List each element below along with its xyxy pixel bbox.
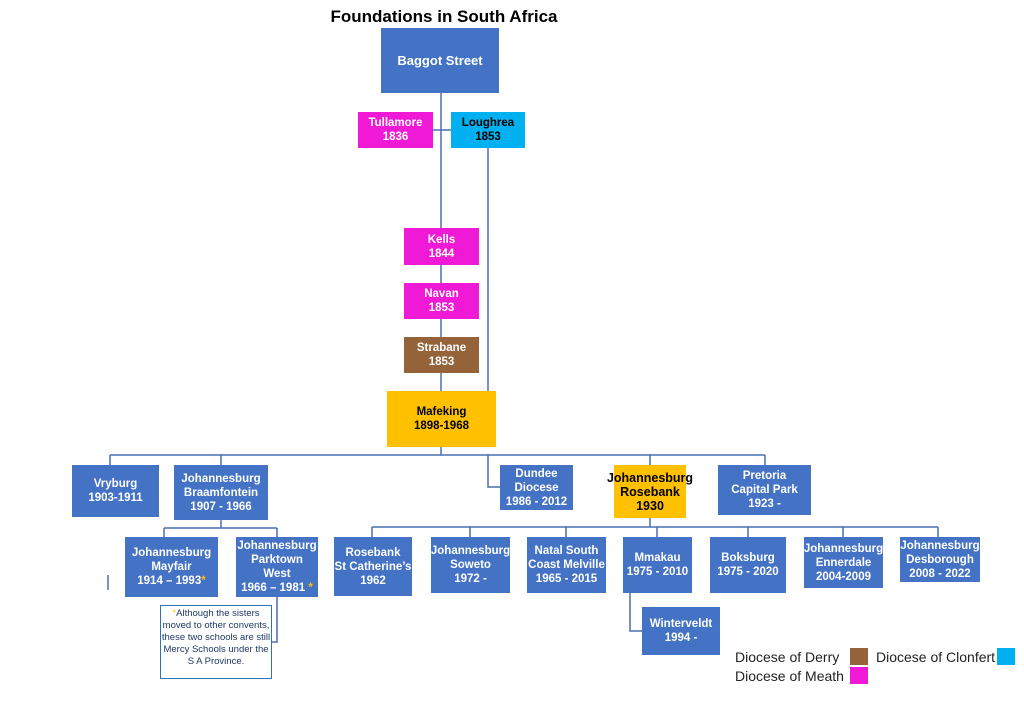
node-label: Rosebank St Catherine’s 1962 bbox=[334, 546, 412, 587]
node-label: Vryburg 1903-1911 bbox=[88, 478, 143, 504]
legend-meath-swatch bbox=[850, 667, 868, 684]
node-rosebank: Johannesburg Rosebank 1930 bbox=[607, 465, 693, 518]
legend-clonfert: Diocese of Clonfert bbox=[876, 649, 996, 665]
footnote-box: *Although the sisters moved to other con… bbox=[160, 605, 272, 679]
legend-meath: Diocese of Meath bbox=[735, 668, 844, 684]
node-winterveldt: Winterveldt 1994 - bbox=[642, 607, 720, 655]
legend-clonfert-swatch bbox=[997, 648, 1015, 665]
footnote-text: Although the sisters moved to other conv… bbox=[161, 608, 271, 667]
node-stcatherine: Rosebank St Catherine’s 1962 bbox=[334, 537, 412, 596]
legend-derry: Diocese of Derry bbox=[735, 649, 840, 665]
node-label: Natal South Coast Melville 1965 - 2015 bbox=[528, 545, 605, 585]
node-label: Johannesburg Desborough 2008 - 2022 bbox=[900, 539, 980, 580]
node-ennerdale: Johannesburg Ennerdale 2004-2009 bbox=[804, 537, 883, 588]
chart-title: Foundations in South Africa bbox=[330, 7, 558, 26]
legend-derry-swatch bbox=[850, 648, 868, 665]
node-mafeking: Mafeking 1898-1968 bbox=[387, 391, 496, 447]
node-soweto: Johannesburg Soweto 1972 - bbox=[431, 537, 510, 593]
node-boksburg: Boksburg 1975 - 2020 bbox=[710, 537, 786, 593]
node-label: Kells 1844 bbox=[427, 233, 456, 260]
node-baggot: Baggot Street bbox=[381, 28, 499, 93]
node-label: Dundee Diocese 1986 - 2012 bbox=[505, 467, 568, 508]
node-kells: Kells 1844 bbox=[404, 228, 479, 265]
footnote-star: * bbox=[172, 608, 177, 619]
node-braamfontein: Johannesburg Braamfontein 1907 - 1966 bbox=[174, 465, 268, 520]
node-mayfair: Johannesburg Mayfair 1914 – 1993* bbox=[125, 537, 218, 597]
node-label: Winterveldt 1994 - bbox=[649, 618, 713, 644]
node-navan: Navan 1853 bbox=[404, 283, 479, 319]
node-parktown: Johannesburg Parktown West 1966 – 1981 * bbox=[236, 537, 318, 597]
node-label: Boksburg 1975 - 2020 bbox=[717, 552, 779, 578]
footnote-star: * bbox=[201, 575, 206, 587]
node-vryburg: Vryburg 1903-1911 bbox=[72, 465, 159, 517]
node-label: Johannesburg Ennerdale 2004-2009 bbox=[803, 542, 884, 583]
node-label: Johannesburg Braamfontein 1907 - 1966 bbox=[181, 472, 261, 513]
node-pretoria: Pretoria Capital Park 1923 - bbox=[718, 465, 811, 515]
node-label: Johannesburg Parktown West 1966 – 1981 bbox=[237, 540, 317, 594]
node-label: Mafeking 1898-1968 bbox=[414, 406, 469, 432]
node-natal: Natal South Coast Melville 1965 - 2015 bbox=[527, 537, 606, 593]
node-loughrea: Loughrea 1853 bbox=[451, 112, 525, 148]
node-label: Johannesburg Rosebank 1930 bbox=[606, 470, 694, 513]
node-dundee: Dundee Diocese 1986 - 2012 bbox=[500, 465, 573, 510]
node-label: Strabane 1853 bbox=[416, 342, 467, 368]
node-label: Johannesburg Soweto 1972 - bbox=[430, 545, 511, 585]
node-desborough: Johannesburg Desborough 2008 - 2022 bbox=[900, 537, 980, 582]
footnote-star: * bbox=[308, 582, 313, 594]
node-mmakau: Mmakau 1975 - 2010 bbox=[623, 537, 692, 593]
node-label: Navan 1853 bbox=[424, 288, 459, 314]
node-label: Johannesburg Mayfair 1914 – 1993 bbox=[131, 547, 212, 587]
node-label: Loughrea 1853 bbox=[461, 117, 515, 143]
node-strabane: Strabane 1853 bbox=[404, 337, 479, 373]
node-label: Baggot Street bbox=[397, 52, 483, 68]
node-label: Pretoria Capital Park 1923 - bbox=[731, 470, 798, 510]
node-label: Tullamore 1836 bbox=[368, 117, 423, 143]
node-tullamore: Tullamore 1836 bbox=[358, 112, 433, 148]
node-label: Mmakau 1975 - 2010 bbox=[626, 552, 689, 578]
